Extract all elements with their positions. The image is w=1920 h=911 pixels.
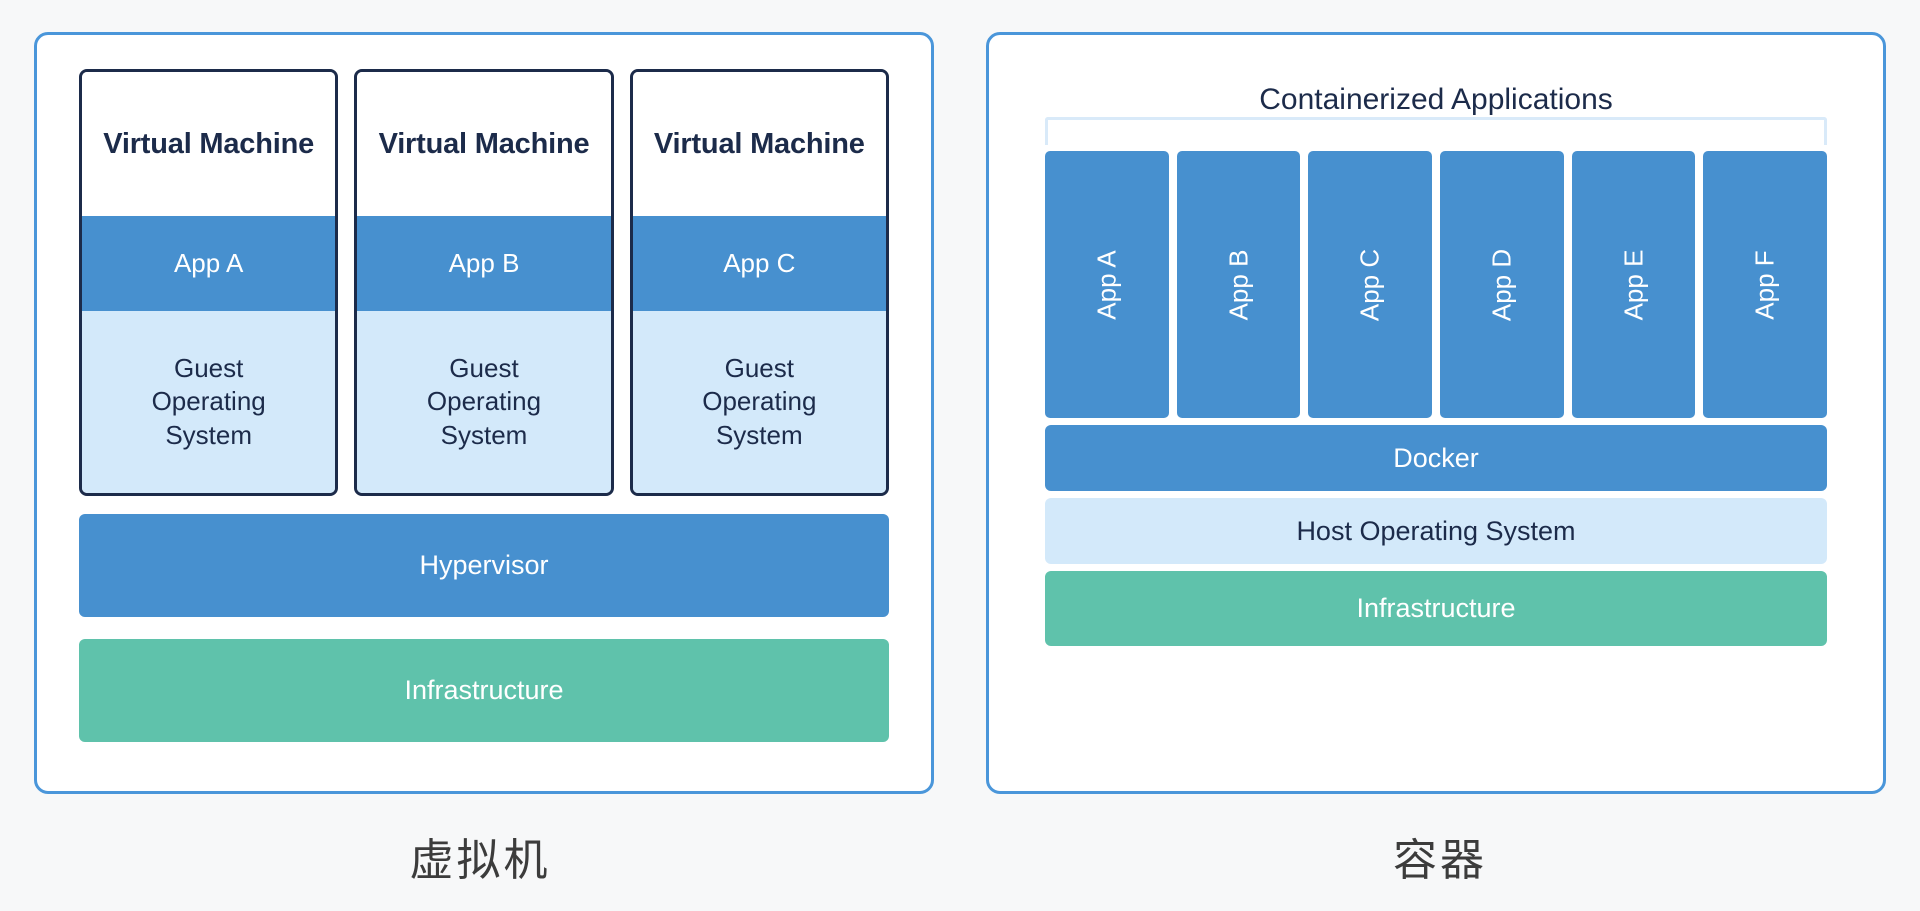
vm-card[interactable]: Virtual Machine App C Guest Operating Sy… — [629, 69, 889, 496]
vm-guest-os-block: Guest Operating System — [632, 311, 886, 493]
docker-bar: Docker — [1045, 425, 1827, 491]
vm-stack: Virtual Machine App A Guest Operating Sy… — [79, 69, 889, 755]
vm-card[interactable]: Virtual Machine App A Guest Operating Sy… — [79, 69, 339, 496]
vm-app-block: App B — [357, 216, 611, 311]
container-app-label: App C — [1354, 248, 1385, 321]
virtual-machine-panel: Virtual Machine App A Guest Operating Sy… — [34, 32, 934, 794]
vm-app-block: App C — [632, 216, 886, 311]
right-panel-caption: 容器 — [1393, 835, 1487, 885]
vm-card[interactable]: Virtual Machine App B Guest Operating Sy… — [354, 69, 614, 496]
container-app[interactable]: App A — [1045, 151, 1169, 418]
infrastructure-bar-left: Infrastructure — [79, 639, 889, 742]
vm-title: Virtual Machine — [82, 72, 336, 216]
vm-card-row: Virtual Machine App A Guest Operating Sy… — [79, 69, 889, 496]
container-app[interactable]: App C — [1308, 151, 1433, 418]
container-stack: Containerized Applications App A App B — [989, 35, 1883, 791]
container-app[interactable]: App F — [1703, 151, 1828, 418]
host-operating-system-bar: Host Operating System — [1045, 498, 1827, 564]
vm-guest-os-block: Guest Operating System — [82, 311, 336, 493]
hypervisor-bar: Hypervisor — [79, 514, 889, 617]
container-app[interactable]: App E — [1571, 151, 1696, 418]
containerized-applications-title: Containerized Applications — [1259, 83, 1613, 116]
vm-title: Virtual Machine — [357, 72, 611, 216]
vm-title: Virtual Machine — [632, 72, 886, 216]
container-bracket — [1045, 117, 1827, 145]
captions-row: 虚拟机 容器 — [0, 800, 1920, 911]
container-panel: Containerized Applications App A App B — [986, 32, 1886, 794]
vm-guest-os-block: Guest Operating System — [357, 311, 611, 493]
vm-app-block: App A — [82, 216, 336, 311]
container-app[interactable]: App D — [1440, 151, 1564, 418]
panels-row: Virtual Machine App A Guest Operating Sy… — [0, 0, 1920, 800]
container-app-row: App A App B App C App D — [1045, 151, 1828, 418]
container-app-label: App A — [1091, 249, 1122, 320]
container-app-label: App F — [1749, 249, 1780, 320]
container-app-label: App D — [1486, 248, 1517, 321]
left-panel-column: Virtual Machine App A Guest Operating Sy… — [0, 0, 960, 800]
left-panel-caption: 虚拟机 — [409, 835, 551, 885]
container-layers: App A App B App C App D — [1045, 117, 1828, 646]
right-panel-column: Containerized Applications App A App B — [960, 0, 1920, 800]
infrastructure-bar-right: Infrastructure — [1045, 571, 1827, 646]
container-app-label: App E — [1618, 249, 1649, 320]
container-app[interactable]: App B — [1176, 151, 1301, 418]
container-app-label: App B — [1223, 249, 1253, 320]
